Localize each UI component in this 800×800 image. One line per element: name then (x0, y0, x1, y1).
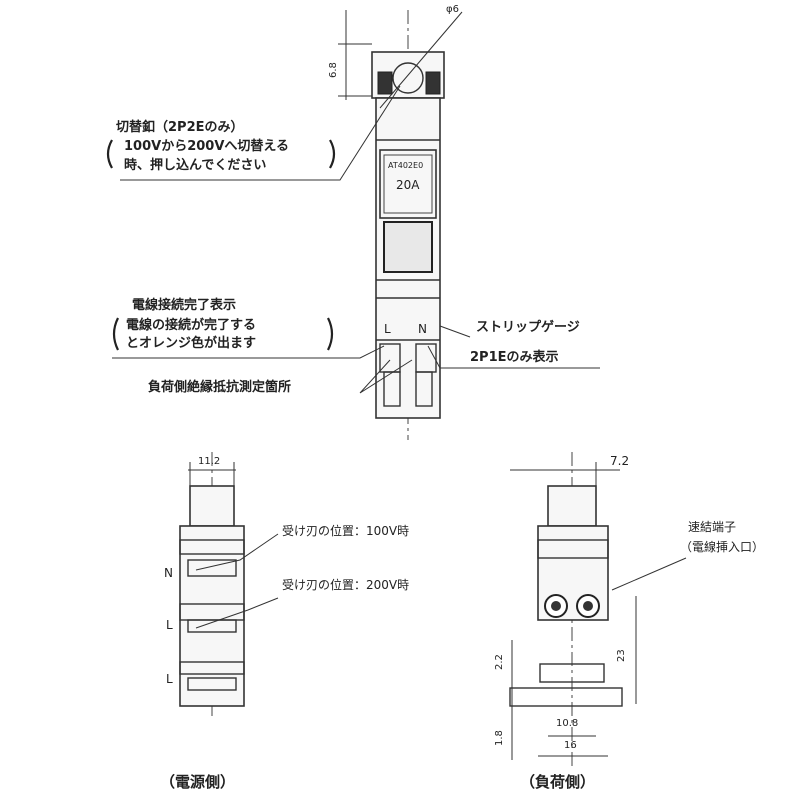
switch-callout-brace-right (329, 139, 336, 169)
power-label-l1: L (166, 618, 173, 632)
load-terminal-band (537, 539, 609, 559)
front-handle (383, 221, 433, 273)
load-terminal-hole-left-inner (551, 601, 561, 611)
dim-22-label: 2.2 (494, 654, 505, 670)
load-terminal-callout-2: （電線挿入口） (680, 540, 765, 554)
power-label-l2: L (166, 672, 173, 686)
power-main-body (179, 525, 245, 707)
load-measure-callout: 負荷側絶縁抵抗測定箇所 (148, 380, 292, 395)
power-slot-l2-blade (187, 677, 237, 691)
load-lower-plate (539, 663, 605, 683)
power-slot-n-blade (187, 559, 237, 577)
load-terminal-hole-right-inner (583, 601, 593, 611)
power-slot-l2 (179, 661, 245, 675)
front-top-tab-right (425, 71, 441, 95)
2p1e-callout: 2P1Eのみ表示 (470, 350, 559, 365)
dim-108-label: 10.8 (556, 718, 579, 729)
front-terminal-lower-right (415, 371, 433, 407)
power-200v-callout: 受け刃の位置：200V時 (282, 578, 410, 592)
power-200v-leader (195, 597, 279, 629)
load-base (509, 687, 623, 707)
dim-18-label: 1.8 (494, 730, 505, 746)
wire-callout-title: 電線接続完了表示 (132, 298, 237, 313)
front-label-window (383, 154, 433, 214)
power-top-block (189, 485, 235, 527)
switch-callout-brace-left (106, 139, 113, 169)
switch-callout-line2: 100Vから200Vへ切替える (124, 139, 290, 154)
wire-callout-line3: とオレンジ色が出ます (126, 336, 257, 351)
load-terminal-callout-1: 速結端子 (688, 520, 737, 534)
front-label-plate (379, 149, 437, 219)
power-width-label: 11.2 (198, 456, 221, 467)
strip-gauge-callout: ストリップゲージ (476, 320, 580, 335)
device-rating: 20A (396, 178, 420, 192)
strip-callout-leader (439, 325, 471, 338)
front-view (106, 10, 600, 440)
dim-23-label: 23 (616, 649, 627, 662)
2p1e-callout-leader (427, 345, 600, 369)
wire-callout-leader (112, 345, 385, 359)
dim-phi-label: φ6 (446, 4, 459, 15)
wire-callout-line2: 電線の接続が完了する (126, 318, 257, 333)
terminal-l-label: L (384, 322, 391, 336)
switch-callout-title: 切替釦（2P2Eのみ） (116, 120, 244, 135)
wire-callout-brace-right (327, 317, 334, 351)
phi-dim-leader (379, 11, 463, 109)
wire-callout-brace-left (112, 317, 119, 351)
load-top-block (547, 485, 597, 527)
load-terminal-leader (611, 557, 687, 591)
dim-16-label: 16 (564, 740, 577, 751)
terminal-n-label: N (418, 322, 427, 336)
device-rating-small: AT402E0 (388, 161, 424, 170)
load-callout-leader (359, 359, 413, 394)
front-top-tab-left (377, 71, 393, 95)
power-slot-l1-blade (187, 619, 237, 633)
switch-button-circle (392, 62, 424, 94)
front-terminal-lower-left (383, 371, 401, 407)
load-dim-top-label: 7.2 (610, 454, 630, 468)
switch-callout-leader (120, 85, 401, 181)
power-side-view (179, 452, 279, 720)
switch-callout-line3: 時、押し込んでください (124, 158, 267, 173)
load-side-caption: （負荷側） (520, 773, 596, 791)
dim-height-label: 6.8 (328, 62, 339, 78)
power-side-caption: （電源側） (160, 773, 236, 791)
power-100v-leader (195, 533, 279, 571)
power-slot-n (179, 539, 245, 555)
power-100v-callout: 受け刃の位置：100V時 (282, 524, 410, 538)
power-label-n: N (164, 566, 173, 580)
load-side-view (509, 452, 687, 770)
